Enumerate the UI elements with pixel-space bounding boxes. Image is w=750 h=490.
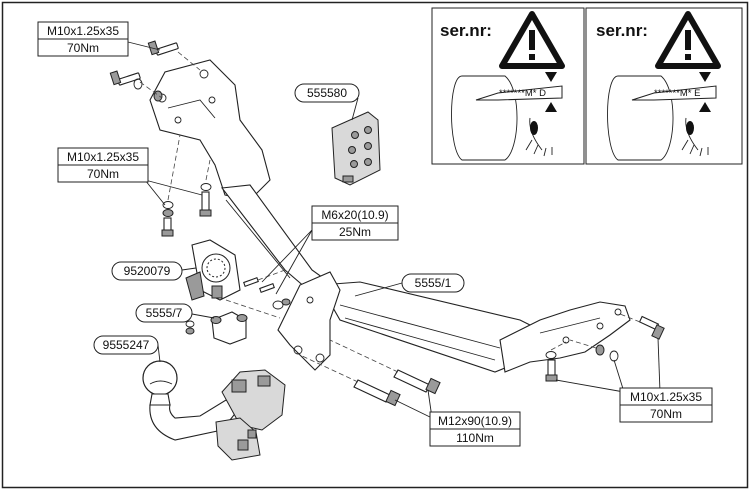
main-bar-number: 5555/1 — [415, 276, 452, 290]
part-label-towball: 9555247 — [93, 335, 159, 355]
part-label-bracket: 5555/7 — [135, 303, 193, 323]
top-bolt-spec: M10x1.25x35 — [47, 24, 119, 38]
warning-icon — [655, 11, 721, 69]
long-bolt-torque: 110Nm — [456, 431, 494, 445]
top-bolt-torque: 70Nm — [67, 41, 99, 55]
label-left-bolt: M10x1.25x35 70Nm — [57, 147, 149, 183]
right-bolts — [545, 315, 665, 382]
right-bolt-spec: M10x1.25x35 — [630, 390, 702, 404]
bracket — [185, 311, 248, 345]
mid-bolts — [243, 277, 291, 310]
label-top-bolt: M10x1.25x35 70Nm — [37, 21, 129, 57]
serial-code-right: *******M* E — [654, 88, 700, 99]
socket-plate — [185, 239, 241, 301]
left-bolt-spec: M10x1.25x35 — [67, 150, 139, 164]
socket-plate-number: 9520079 — [124, 264, 171, 278]
top-bolts — [109, 40, 179, 102]
towball-number: 9555247 — [103, 338, 150, 352]
eye-icon — [681, 117, 709, 157]
main-crossbar — [149, 59, 631, 373]
serial-title-left: ser.nr: — [440, 21, 492, 40]
long-bolt-spec: M12x90(10.9) — [438, 414, 512, 428]
mid-bolt-spec: M6x20(10.9) — [321, 208, 388, 222]
label-right-bolt: M10x1.25x35 70Nm — [619, 387, 713, 423]
socket-kit — [331, 111, 381, 186]
part-label-socket-kit: 555580 — [294, 83, 360, 103]
eye-icon — [525, 117, 553, 157]
part-label-main-bar: 5555/1 — [401, 273, 465, 293]
towball — [142, 360, 286, 461]
socket-kit-number: 555580 — [307, 86, 347, 100]
warning-icon — [499, 11, 565, 69]
leader-lines — [127, 41, 661, 419]
serial-panel-left: ser.nr: *******M* D — [431, 7, 585, 165]
bracket-number: 5555/7 — [146, 306, 183, 320]
mid-bolt-torque: 25Nm — [339, 225, 371, 239]
left-bolts — [161, 183, 212, 237]
left-bolt-torque: 70Nm — [87, 167, 119, 181]
assembly-lines — [139, 51, 641, 383]
serial-code-left: *******M* D — [499, 88, 546, 99]
serial-panel-right: ser.nr: *******M* E — [585, 7, 743, 165]
serial-title-right: ser.nr: — [596, 21, 648, 40]
label-long-bolt: M12x90(10.9) 110Nm — [429, 411, 521, 447]
long-bolt — [353, 369, 441, 407]
label-mid-bolt: M6x20(10.9) 25Nm — [311, 205, 399, 241]
right-bolt-torque: 70Nm — [650, 407, 682, 421]
part-label-socket-plate: 9520079 — [111, 261, 183, 281]
